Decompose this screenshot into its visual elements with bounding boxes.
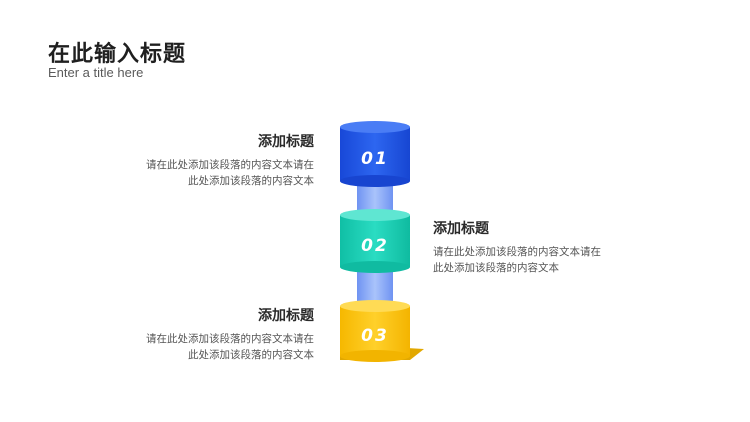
step-01-text: 添加标题 请在此处添加该段落的内容文本请在 此处添加该段落的内容文本 bbox=[120, 131, 314, 189]
step-02-heading: 添加标题 bbox=[433, 221, 489, 237]
page-subtitle: Enter a title here bbox=[48, 65, 144, 80]
step-02-text: 添加标题 请在此处添加该段落的内容文本请在 此处添加该段落的内容文本 bbox=[433, 218, 633, 276]
cylinder-01: 01 bbox=[340, 121, 410, 187]
step-number-01: 01 bbox=[361, 149, 389, 169]
step-03-text: 添加标题 请在此处添加该段落的内容文本请在 此处添加该段落的内容文本 bbox=[120, 305, 314, 363]
step-number-03: 03 bbox=[361, 326, 389, 346]
step-02-line1: 请在此处添加该段落的内容文本请在 bbox=[433, 246, 601, 258]
step-01-line1: 请在此处添加该段落的内容文本请在 bbox=[146, 159, 314, 171]
step-number-02: 02 bbox=[361, 236, 389, 256]
step-03-line2: 此处添加该段落的内容文本 bbox=[188, 349, 314, 361]
step-01-body: 请在此处添加该段落的内容文本请在 此处添加该段落的内容文本 bbox=[120, 157, 314, 189]
step-03-heading: 添加标题 bbox=[258, 308, 314, 324]
step-01-line2: 此处添加该段落的内容文本 bbox=[188, 175, 314, 187]
step-01-heading: 添加标题 bbox=[258, 134, 314, 150]
step-02-body: 请在此处添加该段落的内容文本请在 此处添加该段落的内容文本 bbox=[433, 244, 633, 276]
step-03-line1: 请在此处添加该段落的内容文本请在 bbox=[146, 333, 314, 345]
cylinder-03: 03 bbox=[340, 300, 424, 362]
step-03-body: 请在此处添加该段落的内容文本请在 此处添加该段落的内容文本 bbox=[120, 331, 314, 363]
step-02-line2: 此处添加该段落的内容文本 bbox=[433, 262, 559, 274]
page-title: 在此输入标题 bbox=[48, 42, 187, 67]
cylinder-02: 02 bbox=[340, 209, 410, 273]
